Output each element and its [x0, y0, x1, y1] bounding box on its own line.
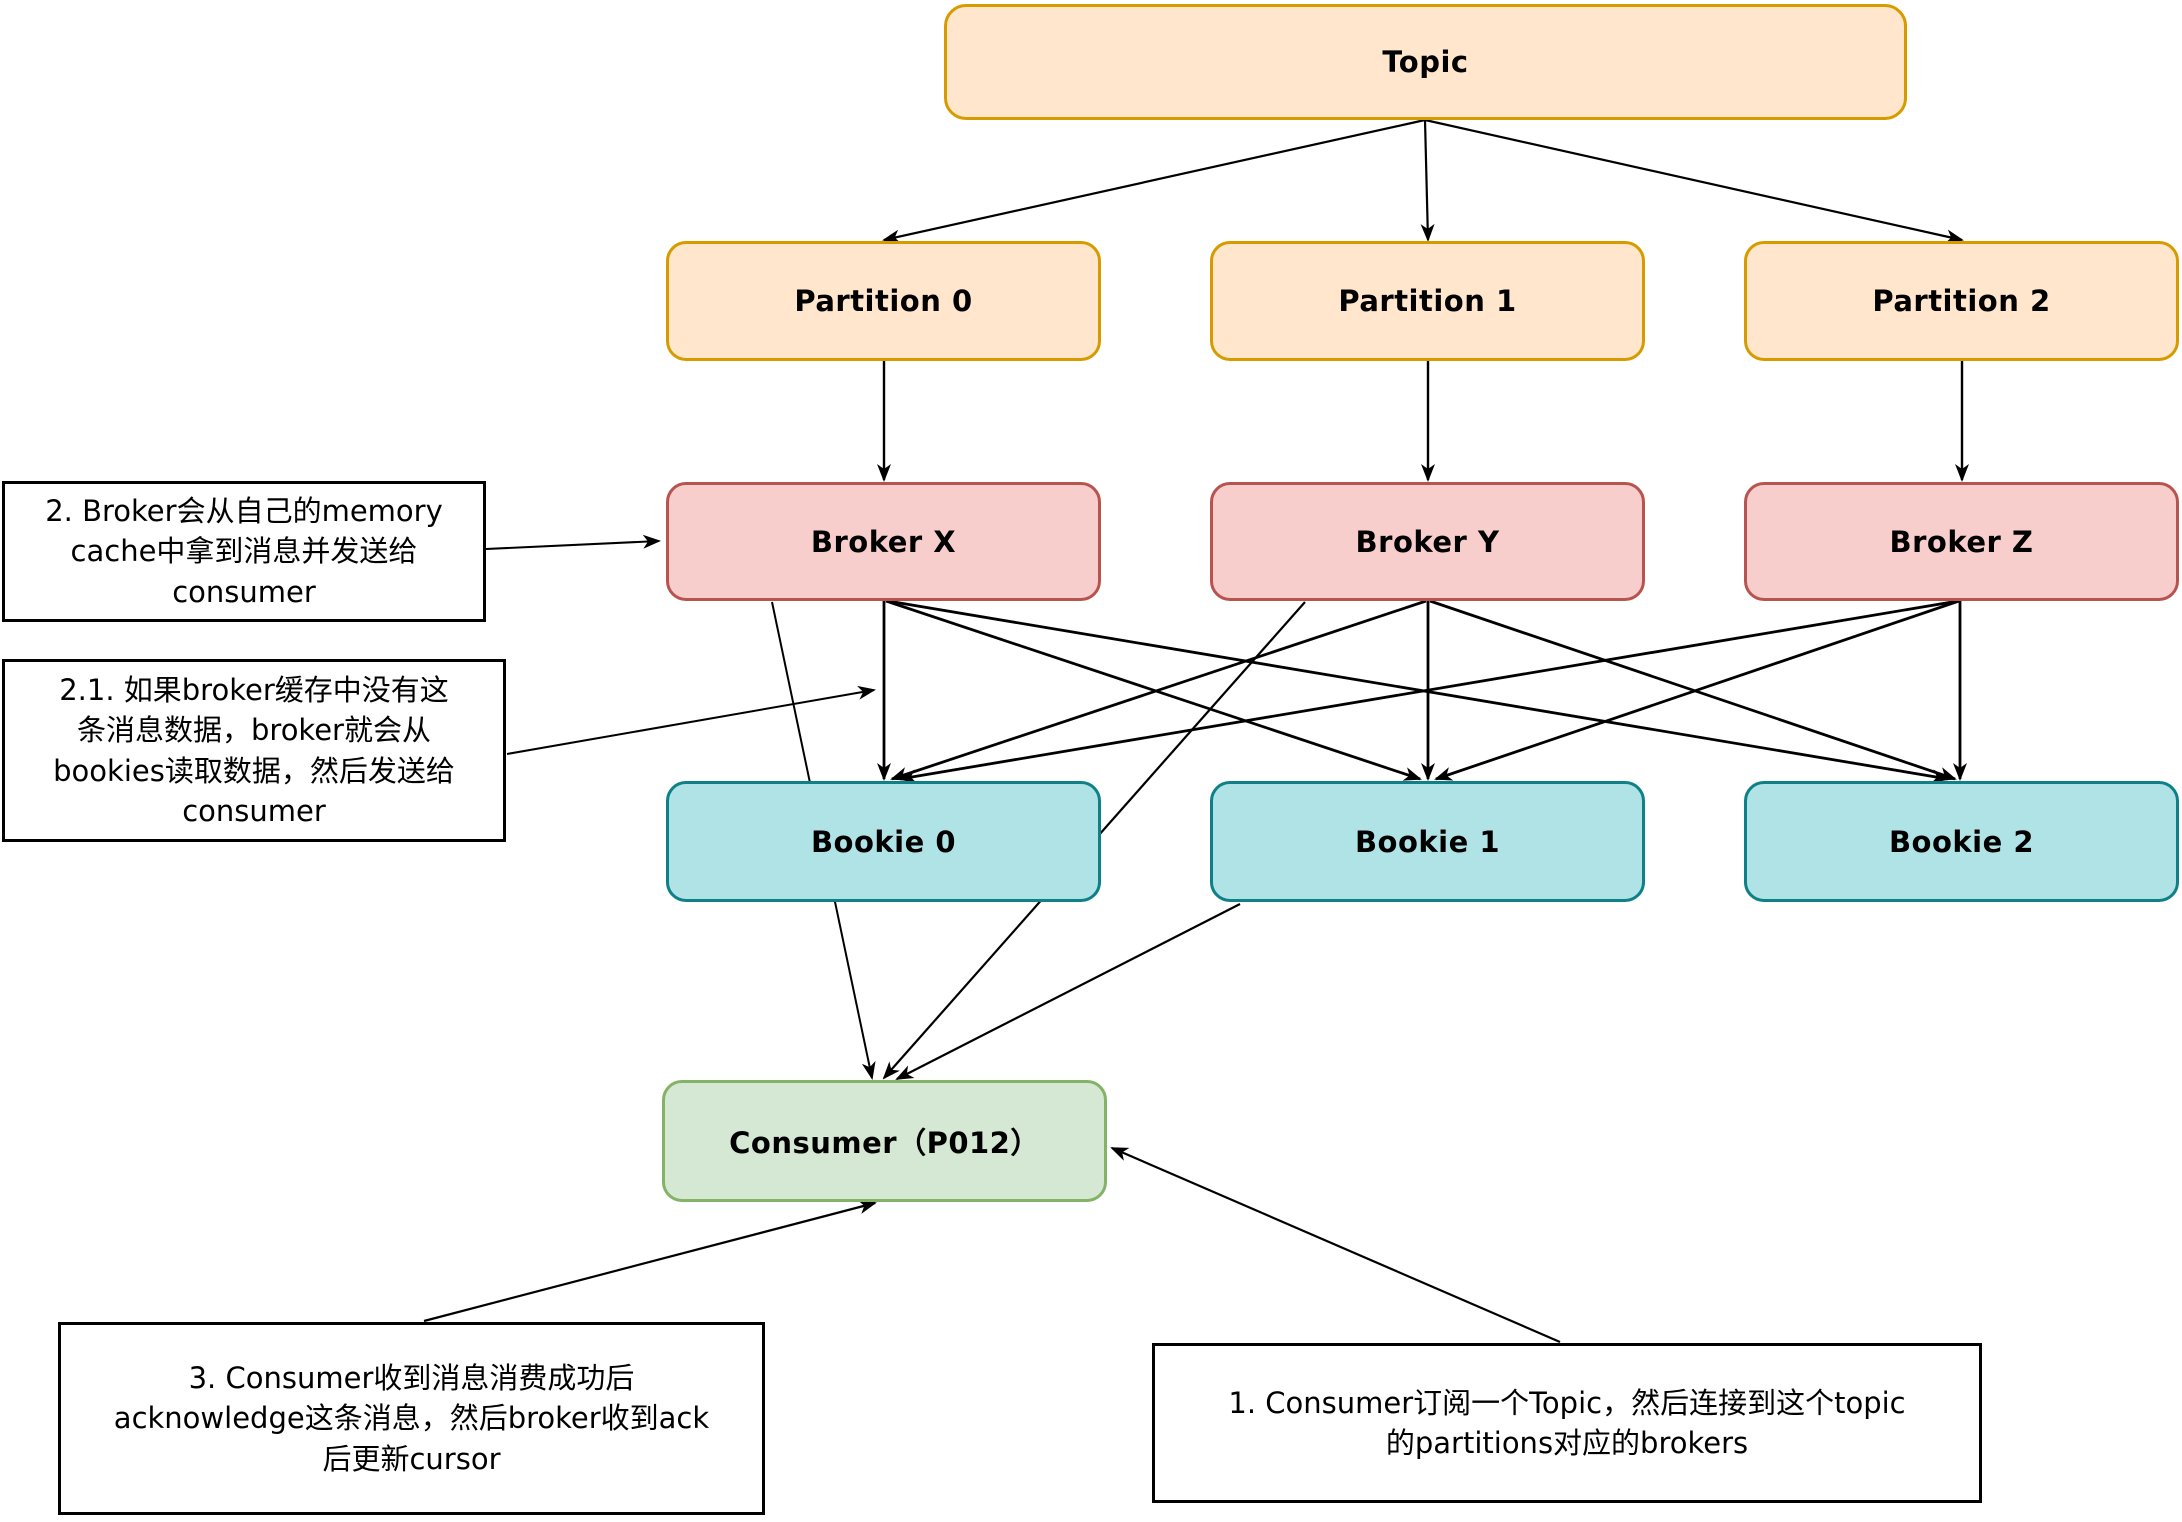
node-broker-y-label: Broker Y: [1355, 524, 1500, 559]
edge-topic-to-partition1: [1420, 119, 1435, 242]
node-partition-0: Partition 0: [666, 241, 1101, 361]
node-bookie-0: Bookie 0: [666, 781, 1101, 902]
node-partition-2: Partition 2: [1744, 241, 2179, 361]
annotation-2-1-text: 2.1. 如果broker缓存中没有这 条消息数据，broker就会从 book…: [53, 673, 455, 828]
node-broker-z: Broker Z: [1744, 482, 2179, 601]
annotation-2-1-broker-reads-bookies: 2.1. 如果broker缓存中没有这 条消息数据，broker就会从 book…: [2, 659, 506, 842]
node-topic-label: Topic: [1382, 45, 1469, 79]
edge-note1-to-consumer: [1110, 1146, 1561, 1344]
node-partition-0-label: Partition 0: [794, 284, 973, 318]
node-bookie-0-label: Bookie 0: [810, 824, 957, 859]
node-broker-z-label: Broker Z: [1889, 524, 2034, 559]
node-broker-x-label: Broker X: [810, 524, 957, 559]
node-bookie-2-label: Bookie 2: [1888, 824, 2035, 859]
edge-brokerZ-to-bookie0: [898, 599, 1959, 784]
node-partition-1: Partition 1: [1210, 241, 1645, 361]
annotation-3-consumer-ack: 3. Consumer收到消息消费成功后 acknowledge这条消息，然后b…: [58, 1322, 765, 1515]
edge-brokerZ-to-bookie1: [1434, 599, 1960, 781]
node-topic: Topic: [944, 4, 1907, 120]
node-bookie-2: Bookie 2: [1744, 781, 2179, 902]
node-partition-1-label: Partition 1: [1338, 284, 1517, 318]
annotation-1-consumer-subscribe: 1. Consumer订阅一个Topic，然后连接到这个topic 的parti…: [1152, 1343, 1982, 1503]
node-consumer-label: Consumer（P012）: [729, 1126, 1040, 1160]
node-broker-y: Broker Y: [1210, 482, 1645, 601]
edge-note2-to-brokerX: [485, 534, 661, 550]
node-partition-2-label: Partition 2: [1872, 284, 2051, 318]
edge-note21-to-brokerX-bookie0-link: [506, 685, 876, 755]
node-broker-x: Broker X: [666, 482, 1101, 601]
edge-topic-to-partition2: [1424, 118, 1964, 244]
annotation-2-text: 2. Broker会从自己的memory cache中拿到消息并发送给 cons…: [45, 494, 443, 609]
edge-bookie1-to-consumer: [895, 903, 1241, 1080]
annotation-3-text: 3. Consumer收到消息消费成功后 acknowledge这条消息，然后b…: [113, 1361, 710, 1476]
edge-note3-to-consumer: [423, 1200, 877, 1323]
edge-brokerX-to-bookie2: [887, 599, 1950, 784]
node-bookie-1: Bookie 1: [1210, 781, 1645, 902]
edge-brokerY-to-bookie2: [1429, 599, 1957, 781]
node-consumer: Consumer（P012）: [662, 1080, 1107, 1202]
edge-topic-to-partition0: [882, 118, 1426, 244]
edge-brokerY-to-bookie0: [890, 599, 1427, 781]
node-bookie-1-label: Bookie 1: [1354, 824, 1501, 859]
annotation-1-text: 1. Consumer订阅一个Topic，然后连接到这个topic 的parti…: [1228, 1385, 1906, 1460]
annotation-2-broker-memory-cache: 2. Broker会从自己的memory cache中拿到消息并发送给 cons…: [2, 481, 486, 622]
edge-brokerX-to-bookie1: [885, 599, 1422, 781]
